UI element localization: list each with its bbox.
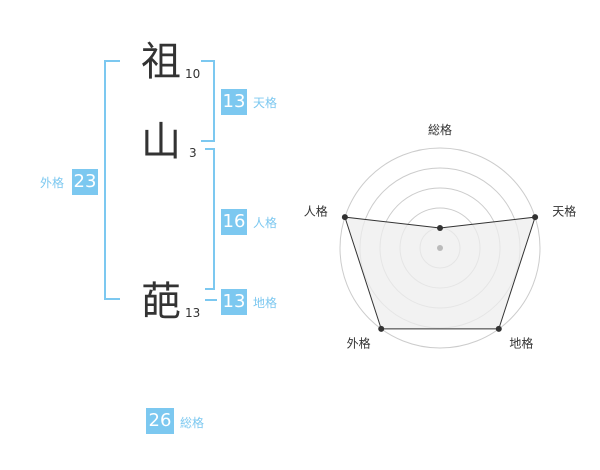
radar-axis-label-5: 人格: [304, 204, 328, 219]
radar-point-4: [378, 325, 385, 332]
radar-center-dot: [437, 245, 443, 251]
radar-point-1: [437, 225, 443, 231]
tenkaku-label: 天格: [253, 96, 278, 110]
name-char-3: 葩: [141, 279, 181, 325]
radar-axis-label-2: 天格: [552, 204, 576, 219]
name-char-1: 祖: [141, 39, 181, 85]
chikaku-connector: [205, 299, 217, 301]
radar-axis-label-4: 外格: [347, 335, 371, 350]
radar-axis-label-3: 地格: [509, 335, 533, 350]
radar-point-5: [341, 214, 348, 221]
stroke-count-1: 10: [185, 67, 201, 81]
chikaku-label: 地格: [253, 296, 278, 310]
gaikaku-value: 23: [72, 169, 98, 195]
soukaku-value: 26: [146, 408, 174, 434]
jinkaku-value: 16: [221, 209, 247, 235]
chikaku-value: 13: [221, 289, 247, 315]
radar-series-polygon: [344, 216, 536, 330]
gaikaku-label: 外格: [40, 176, 65, 190]
gaikaku-bracket: [104, 60, 120, 300]
stroke-count-3: 13: [185, 306, 201, 320]
tenkaku-bracket: [201, 60, 215, 142]
radar-grid-ring: [339, 147, 541, 349]
soukaku-label: 総格: [180, 416, 205, 430]
stroke-count-2: 3: [189, 146, 197, 160]
radar-point-2: [532, 214, 539, 221]
radar-axis-label-1: 総格: [428, 122, 452, 137]
tenkaku-value: 13: [221, 89, 247, 115]
radar-point-3: [495, 325, 502, 332]
jinkaku-bracket: [205, 148, 215, 290]
jinkaku-label: 人格: [253, 216, 278, 230]
name-char-2: 山: [141, 119, 181, 165]
